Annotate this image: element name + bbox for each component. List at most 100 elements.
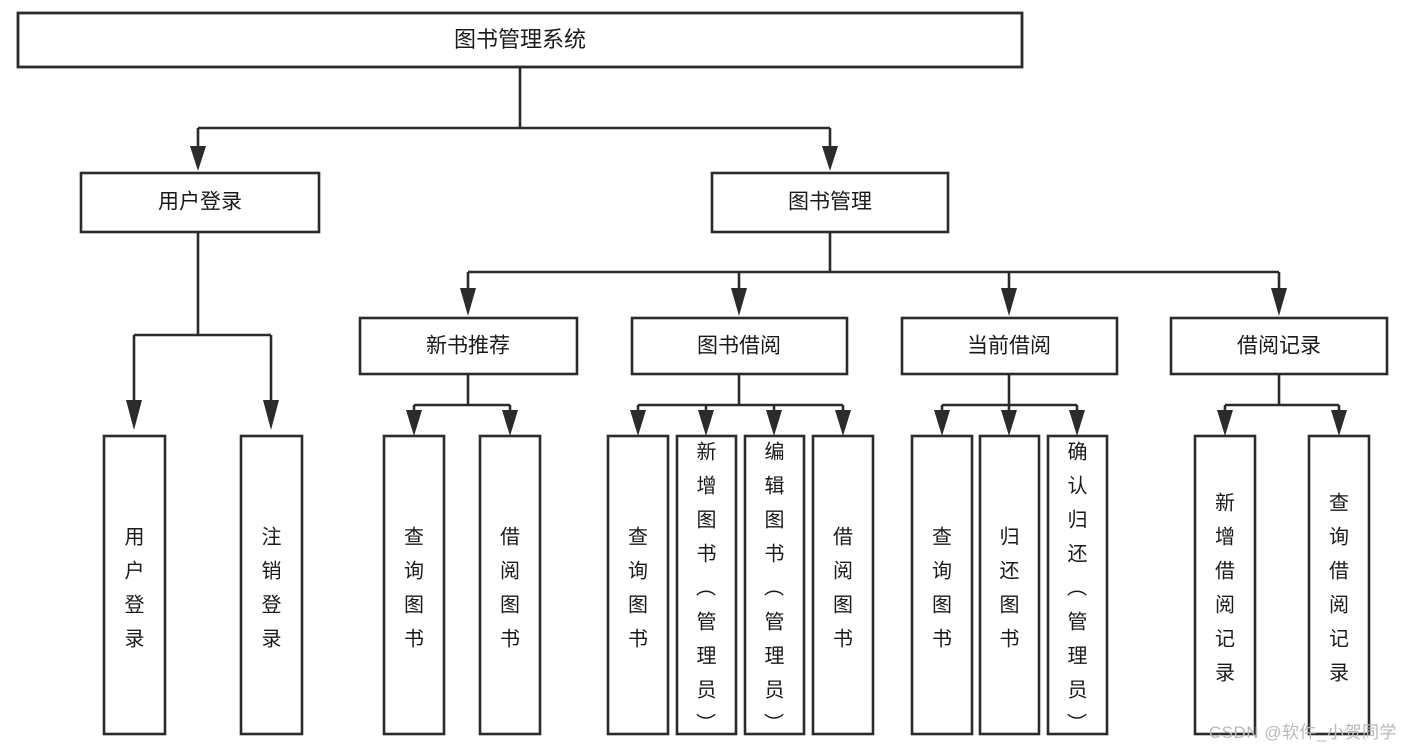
svg-text:认: 认 xyxy=(1068,475,1088,498)
node-book-management-box[interactable] xyxy=(710,171,950,234)
leaf-box-logout[interactable] xyxy=(239,434,304,736)
svg-text:阅: 阅 xyxy=(500,560,520,583)
svg-text:书: 书 xyxy=(697,543,717,566)
svg-text:员: 员 xyxy=(1068,680,1088,702)
svg-text:阅: 阅 xyxy=(833,560,853,583)
node-root[interactable]: 图书管理系统 xyxy=(16,11,1024,69)
node-user-login[interactable]: 用户登录 xyxy=(79,171,321,234)
svg-text:借: 借 xyxy=(500,526,520,549)
node-root-box[interactable] xyxy=(16,11,1024,69)
node-user-login-box[interactable] xyxy=(79,171,321,234)
svg-text:员: 员 xyxy=(697,680,717,702)
svg-text:户: 户 xyxy=(125,560,145,583)
leaf-box-query-book-2[interactable] xyxy=(606,434,670,736)
node-current-borrow[interactable]: 当前借阅 xyxy=(900,316,1119,376)
svg-text:归: 归 xyxy=(1068,509,1088,532)
svg-text:登: 登 xyxy=(262,594,282,617)
arrow-current-borrow-leaf-3 xyxy=(1069,410,1085,436)
svg-text:辑: 辑 xyxy=(765,475,785,498)
svg-text:阅: 阅 xyxy=(1215,594,1235,617)
svg-text:录: 录 xyxy=(1215,663,1235,685)
node-borrow-record-label: 借阅记录 xyxy=(1237,335,1321,358)
node-current-borrow-box[interactable] xyxy=(900,316,1119,376)
node-new-book-recommend[interactable]: 新书推荐 xyxy=(358,316,579,376)
arrow-borrow-record-leaf-2 xyxy=(1331,410,1347,436)
svg-text:书: 书 xyxy=(932,628,952,651)
node-new-book-recommend-box[interactable] xyxy=(358,316,579,376)
svg-text:记: 记 xyxy=(1215,628,1235,651)
svg-text:询: 询 xyxy=(932,560,952,583)
leaf-box-confirm-return[interactable] xyxy=(1046,434,1109,736)
leaf-box-query-book-1[interactable] xyxy=(382,434,446,736)
svg-text:图: 图 xyxy=(404,595,424,617)
arrow-new-book-leaf-1 xyxy=(406,410,422,436)
leaf-box-query-book-3[interactable] xyxy=(910,434,974,736)
svg-text:还: 还 xyxy=(1068,543,1088,566)
leaf-box-borrow-book-2[interactable] xyxy=(811,434,875,736)
svg-text:理: 理 xyxy=(697,646,717,668)
node-book-borrow-box[interactable] xyxy=(630,316,849,376)
svg-text:图: 图 xyxy=(697,510,717,532)
leaf-box-return-book[interactable] xyxy=(978,434,1041,736)
svg-text:增: 增 xyxy=(1215,526,1235,549)
svg-text:录: 录 xyxy=(1329,663,1349,685)
leaf-box-user-login[interactable] xyxy=(102,434,167,736)
node-root-label: 图书管理系统 xyxy=(454,27,586,52)
arrow-book-mgmt-child-2 xyxy=(731,288,747,316)
arrow-current-borrow-leaf-2 xyxy=(1001,410,1017,436)
arrow-book-borrow-leaf-4 xyxy=(835,410,851,436)
svg-text:增: 增 xyxy=(697,475,717,498)
svg-text:归: 归 xyxy=(1000,526,1020,549)
svg-text:理: 理 xyxy=(1068,646,1088,668)
svg-text:管: 管 xyxy=(697,611,717,634)
leaf-box-query-borrow-record[interactable] xyxy=(1307,434,1371,736)
leaf-box-add-book[interactable] xyxy=(675,434,738,736)
svg-text:图: 图 xyxy=(1000,595,1020,617)
svg-text:阅: 阅 xyxy=(1329,594,1349,617)
node-borrow-record[interactable]: 借阅记录 xyxy=(1169,316,1389,376)
svg-text:管: 管 xyxy=(1068,611,1088,634)
node-borrow-record-box[interactable] xyxy=(1169,316,1389,376)
svg-text:注: 注 xyxy=(262,526,282,549)
svg-text:还: 还 xyxy=(1000,560,1020,583)
node-book-borrow-label: 图书借阅 xyxy=(697,335,781,358)
arrow-book-mgmt-child-3 xyxy=(1001,288,1017,316)
leaf-box-add-borrow-record[interactable] xyxy=(1193,434,1257,736)
node-user-login-label: 用户登录 xyxy=(158,191,242,214)
arrow-book-borrow-leaf-2 xyxy=(698,410,714,436)
svg-text:查: 查 xyxy=(932,526,952,549)
svg-text:询: 询 xyxy=(404,560,424,583)
leaf-box-borrow-book-1[interactable] xyxy=(478,434,542,736)
node-book-borrow[interactable]: 图书借阅 xyxy=(630,316,849,376)
svg-text:理: 理 xyxy=(765,646,785,668)
arrow-user-login-leaf-1 xyxy=(126,400,142,430)
svg-text:员: 员 xyxy=(765,680,785,702)
svg-text:书: 书 xyxy=(765,543,785,566)
svg-text:）: ） xyxy=(1065,713,1088,733)
svg-text:询: 询 xyxy=(628,560,648,583)
leaf-box-edit-book[interactable] xyxy=(743,434,806,736)
node-book-management[interactable]: 图书管理 xyxy=(710,171,950,234)
arrow-borrow-record-leaf-1 xyxy=(1217,410,1233,436)
arrow-root-to-user-login xyxy=(190,146,206,171)
svg-text:书: 书 xyxy=(500,628,520,651)
svg-text:查: 查 xyxy=(404,526,424,549)
svg-text:查: 查 xyxy=(1329,492,1349,515)
arrow-user-login-leaf-2 xyxy=(263,400,279,430)
svg-text:书: 书 xyxy=(1000,628,1020,651)
svg-text:（: （ xyxy=(762,577,785,597)
arrow-current-borrow-leaf-1 xyxy=(934,410,950,436)
watermark-text: CSDN @软件_小贺同学 xyxy=(1208,723,1397,742)
arrow-book-borrow-leaf-3 xyxy=(766,410,782,436)
svg-text:书: 书 xyxy=(628,628,648,651)
svg-text:查: 查 xyxy=(628,526,648,549)
svg-text:录: 录 xyxy=(125,629,145,651)
